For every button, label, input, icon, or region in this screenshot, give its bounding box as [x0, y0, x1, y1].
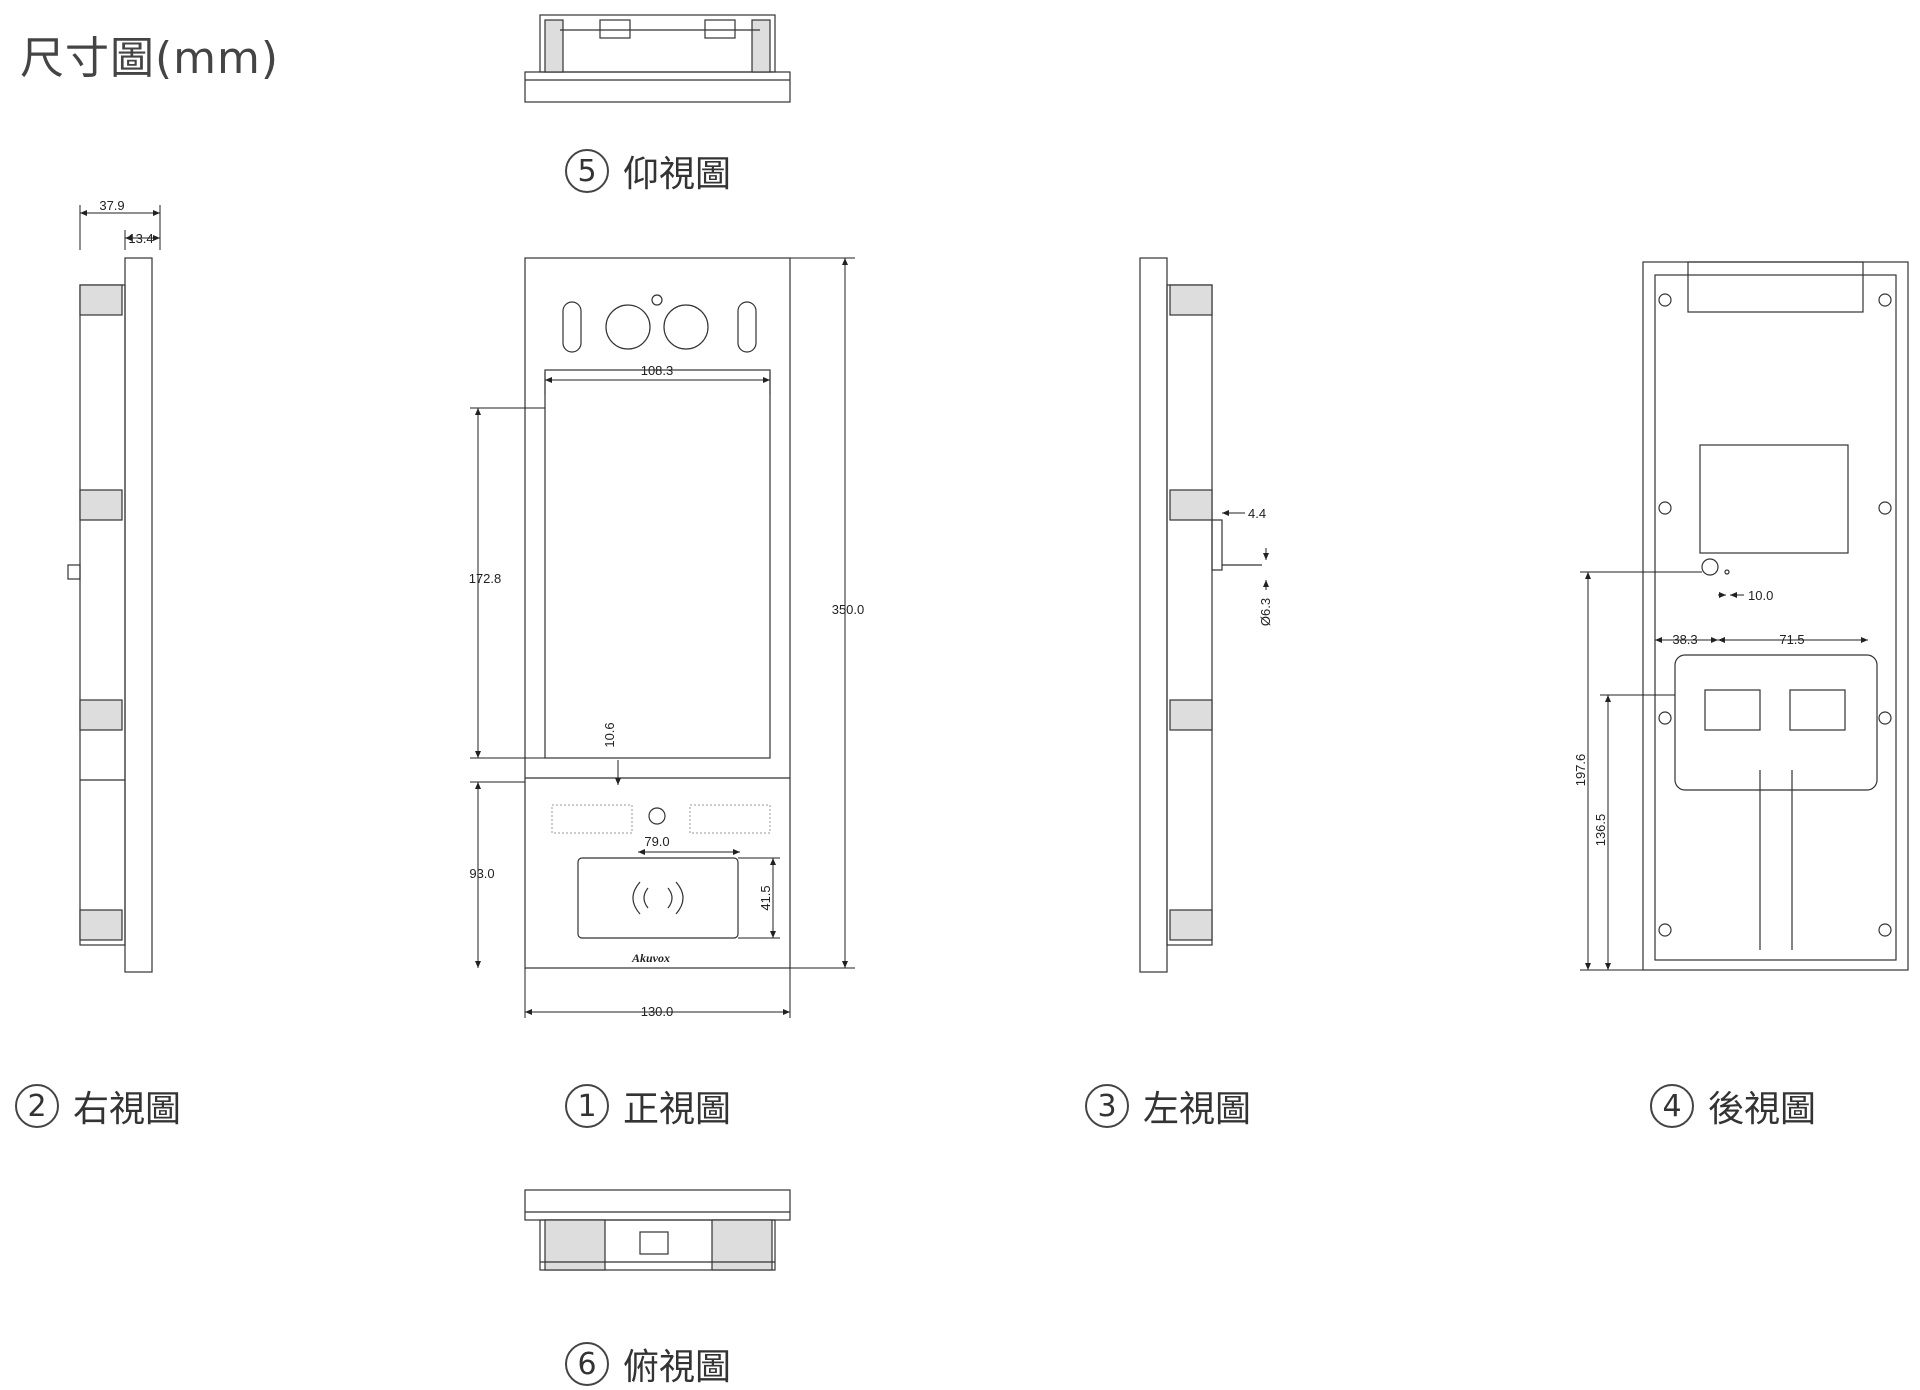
view-label: 左視圖 — [1143, 1089, 1252, 1130]
view-number-badge: 3 — [1085, 1084, 1129, 1128]
caption-bottom-view: 5 仰視圖 — [565, 145, 731, 197]
dim-back-height-1: 197.6 — [1573, 754, 1588, 787]
dim-back-left-offset: 38.3 — [1672, 632, 1697, 647]
dim-left-protrusion: 4.4 — [1248, 506, 1266, 521]
right-view-dims — [79, 205, 161, 250]
page-title: 尺寸圖(mm) — [20, 33, 280, 84]
view-label: 俯視圖 — [623, 1347, 732, 1388]
view-number-badge: 6 — [565, 1342, 609, 1386]
dim-screen-height: 172.8 — [469, 571, 502, 586]
right-view-drawing — [67, 257, 153, 973]
front-view-drawing — [524, 257, 791, 969]
bottom-view-drawing — [524, 14, 791, 103]
dim-back-hole-offset: 10.0 — [1748, 588, 1773, 603]
dim-side-frame: 13.4 — [128, 231, 153, 246]
dim-left-hole: Ø6.3 — [1258, 598, 1273, 626]
view-number-badge: 4 — [1650, 1084, 1694, 1128]
view-label: 右視圖 — [73, 1089, 182, 1130]
view-label: 後視圖 — [1708, 1089, 1817, 1130]
dim-card-width: 79.0 — [644, 834, 669, 849]
caption-top-view: 6 俯視圖 — [565, 1338, 731, 1390]
dim-back-width-span: 71.5 — [1779, 632, 1804, 647]
left-view-dims — [1222, 510, 1269, 590]
view-number-badge: 1 — [565, 1084, 609, 1128]
caption-left-view: 3 左視圖 — [1085, 1080, 1251, 1132]
back-view-drawing — [1642, 261, 1909, 971]
dim-bottom-height: 93.0 — [469, 866, 494, 881]
top-view-drawing — [524, 1189, 791, 1271]
dim-screen-width: 108.3 — [641, 363, 674, 378]
dim-side-depth: 37.9 — [99, 198, 124, 213]
dim-card-height: 41.5 — [758, 885, 773, 910]
dim-screen-gap: 10.6 — [602, 722, 617, 747]
speaker-grille-left — [551, 804, 633, 834]
caption-back-view: 4 後視圖 — [1650, 1080, 1816, 1132]
view-number-badge: 5 — [565, 149, 609, 193]
dim-back-height-2: 136.5 — [1593, 814, 1608, 847]
dim-total-width: 130.0 — [641, 1004, 674, 1019]
brand-logo: Akuvox — [631, 951, 670, 965]
front-view-dims — [470, 257, 855, 1018]
view-label: 仰視圖 — [623, 154, 732, 195]
speaker-grille-right — [689, 804, 771, 834]
left-view-drawing — [1139, 257, 1262, 973]
back-view-dims — [1580, 571, 1868, 971]
caption-right-view: 2 右視圖 — [15, 1080, 181, 1132]
view-number-badge: 2 — [15, 1084, 59, 1128]
dim-total-height: 350.0 — [832, 602, 865, 617]
view-label: 正視圖 — [623, 1089, 732, 1130]
caption-front-view: 1 正視圖 — [565, 1080, 731, 1132]
